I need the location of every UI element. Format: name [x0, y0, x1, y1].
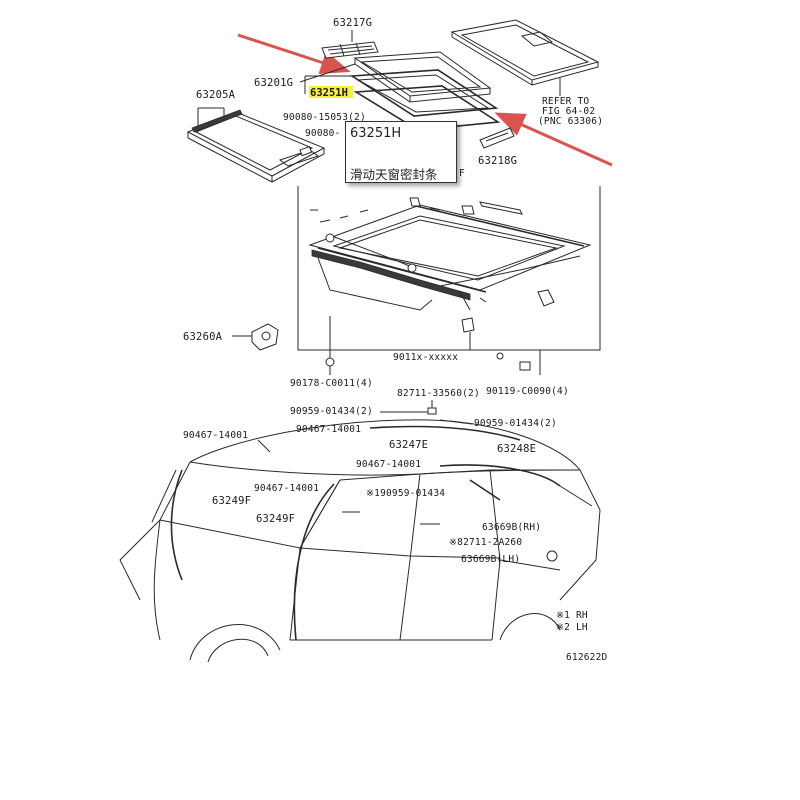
- headliner-panel: [450, 19, 600, 86]
- clip-icon: [427, 407, 437, 415]
- label-63247E[interactable]: 63247E: [389, 439, 428, 451]
- label-63669B-rh[interactable]: 63669B(RH): [482, 522, 541, 533]
- tooltip-description: 滑动天窗密封条: [350, 167, 438, 182]
- sunroof-frame-housing: [308, 197, 592, 350]
- label-63205A[interactable]: 63205A: [196, 89, 236, 101]
- part-labels: 63217G 63201G 63251H 63205A 90080-15053(…: [183, 17, 608, 663]
- part-tooltip: 63251H 滑动天窗密封条: [345, 121, 457, 183]
- bolt-icon: [496, 352, 504, 360]
- drain-part: [479, 127, 515, 149]
- label-82711-2a260[interactable]: ※82711-2A260: [449, 537, 522, 548]
- label-90119-c0090[interactable]: 90119-C0090(4): [486, 386, 569, 397]
- label-90467-14001-b[interactable]: 90467-14001: [296, 424, 361, 435]
- label-63248E[interactable]: 63248E: [497, 443, 536, 455]
- label-63201G[interactable]: 63201G: [254, 77, 293, 89]
- label-90467-14001-d[interactable]: 90467-14001: [254, 483, 319, 494]
- label-63669B-lh[interactable]: 63669B(LH): [461, 554, 520, 565]
- label-63249F-b[interactable]: 63249F: [256, 513, 295, 525]
- label-90467-14001-c[interactable]: 90467-14001: [356, 459, 421, 470]
- sunroof-glass: [353, 51, 492, 103]
- clip-icon: [519, 361, 531, 371]
- sunroof-seal: [349, 69, 501, 131]
- label-90178-c0011[interactable]: 90178-C0011(4): [290, 378, 373, 389]
- label-90080-15053[interactable]: 90080-15053(2): [283, 112, 366, 123]
- label-63251H-highlighted[interactable]: 63251H: [310, 87, 348, 99]
- label-note-lh: ※2 LH: [556, 622, 588, 633]
- highlight-marker: [309, 86, 353, 98]
- label-63217G[interactable]: 63217G: [333, 17, 372, 29]
- label-63218G[interactable]: 63218G: [478, 155, 517, 167]
- tooltip-part-number: 63251H: [350, 126, 402, 141]
- sunshade-part: [321, 41, 379, 59]
- pointer-arrow-left: [237, 33, 351, 74]
- label-90959-01434-right[interactable]: 90959-01434(2): [474, 418, 557, 429]
- frame-box-outline: [297, 186, 601, 351]
- label-refer-fig[interactable]: FIG 64-02: [542, 106, 595, 117]
- label-figure-code: 612622D: [566, 652, 608, 663]
- label-90467-14001-a[interactable]: 90467-14001: [183, 430, 248, 441]
- label-90080[interactable]: 90080-: [305, 128, 341, 139]
- bolt-icon: [325, 357, 335, 367]
- label-90959-01434-left[interactable]: 90959-01434(2): [290, 406, 373, 417]
- label-note-rh: ※1 RH: [556, 610, 588, 621]
- car-body-outline: [119, 419, 601, 663]
- label-63260A[interactable]: 63260A: [183, 331, 223, 343]
- label-refer-pnc: (PNC 63306): [538, 116, 603, 127]
- label-63249F-a[interactable]: 63249F: [212, 495, 251, 507]
- label-f[interactable]: F: [459, 168, 465, 179]
- sunroof-motor: [232, 323, 279, 351]
- sunshade-panel: [186, 107, 326, 183]
- pointer-arrow-right: [494, 112, 613, 167]
- label-9011x[interactable]: 9011x-xxxxx: [393, 352, 458, 363]
- label-refer-to: REFER TO: [542, 96, 589, 107]
- label-90959-01434-mid[interactable]: ※190959-01434: [366, 488, 445, 499]
- label-82711-33560[interactable]: 82711-33560(2): [397, 388, 480, 399]
